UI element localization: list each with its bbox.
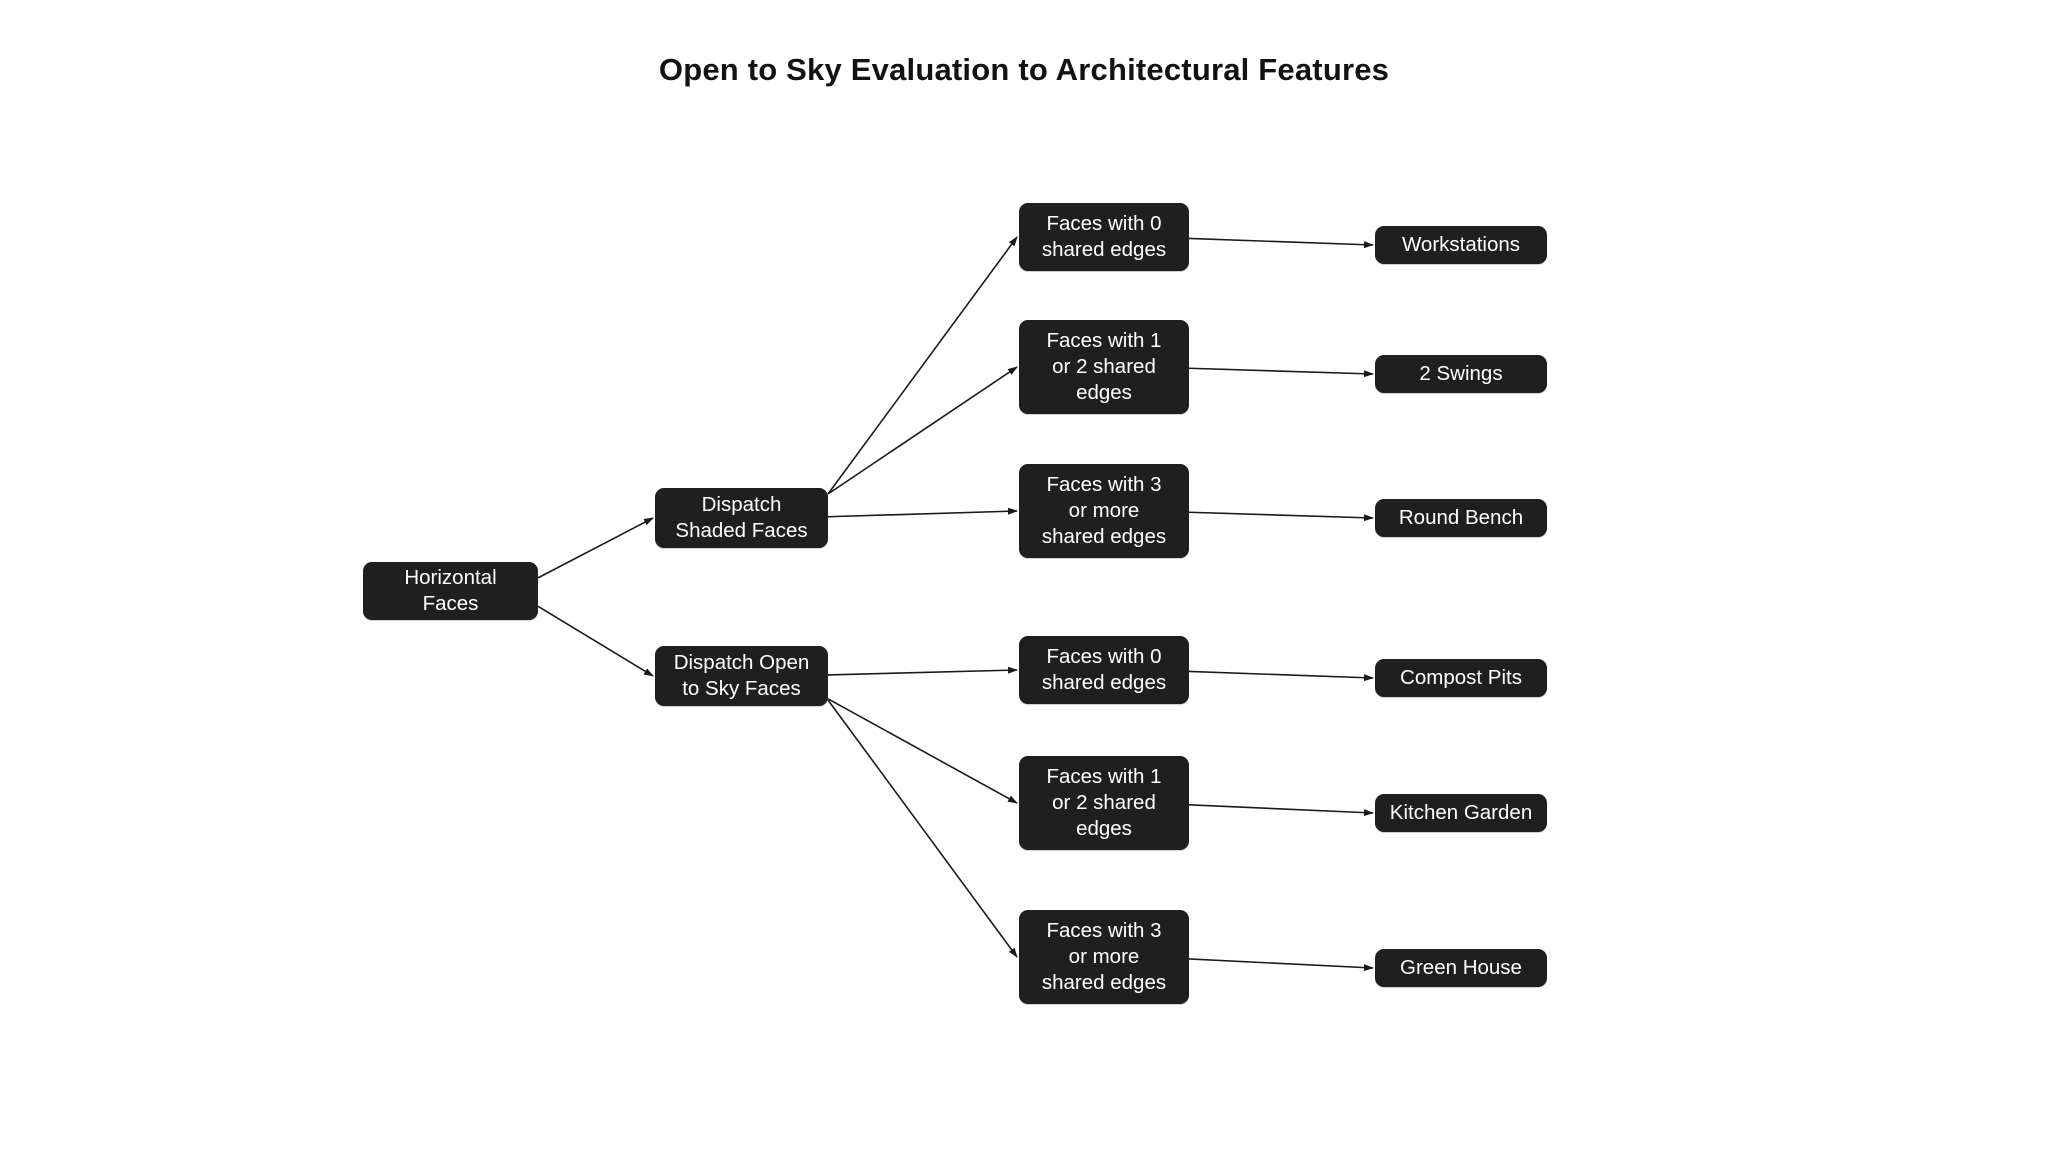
node-workstations[interactable]: Workstations <box>1375 226 1547 264</box>
node-shaded-e12[interactable]: Faces with 1 or 2 shared edges <box>1019 320 1189 414</box>
node-opensky[interactable]: Dispatch Open to Sky Faces <box>655 646 828 706</box>
node-label: Faces with 0 shared edges <box>1041 645 1167 694</box>
node-label: Workstations <box>1401 233 1521 256</box>
node-label: Faces with 3 or more shared edges <box>1041 473 1167 548</box>
node-roundbench[interactable]: Round Bench <box>1375 499 1547 537</box>
node-label: Dispatch Shaded Faces <box>675 493 808 542</box>
node-swings[interactable]: 2 Swings <box>1375 355 1547 393</box>
node-label: Faces with 1 or 2 shared edges <box>1046 765 1162 840</box>
node-shaded-e0[interactable]: Faces with 0 shared edges <box>1019 203 1189 271</box>
node-label: Faces with 0 shared edges <box>1041 212 1167 261</box>
node-label: Faces with 3 or more shared edges <box>1041 919 1167 994</box>
page-title: Open to Sky Evaluation to Architectural … <box>658 52 1390 87</box>
node-sky-e12[interactable]: Faces with 1 or 2 shared edges <box>1019 756 1189 850</box>
node-root[interactable]: Horizontal Faces <box>363 562 538 620</box>
node-label: Green House <box>1400 956 1522 979</box>
node-label: Round Bench <box>1398 506 1524 529</box>
node-label: 2 Swings <box>1419 362 1503 385</box>
node-shaded[interactable]: Dispatch Shaded Faces <box>655 488 828 548</box>
node-compostpits[interactable]: Compost Pits <box>1375 659 1547 697</box>
node-sky-e3[interactable]: Faces with 3 or more shared edges <box>1019 910 1189 1004</box>
node-kitchengarden[interactable]: Kitchen Garden <box>1375 794 1547 832</box>
node-label: Faces with 1 or 2 shared edges <box>1046 329 1162 404</box>
node-label: Compost Pits <box>1400 666 1522 689</box>
node-greenhouse[interactable]: Green House <box>1375 949 1547 987</box>
node-label: Dispatch Open to Sky Faces <box>673 651 810 700</box>
node-label: Horizontal Faces <box>404 566 497 615</box>
node-shaded-e3[interactable]: Faces with 3 or more shared edges <box>1019 464 1189 558</box>
node-sky-e0[interactable]: Faces with 0 shared edges <box>1019 636 1189 704</box>
node-label: Kitchen Garden <box>1389 801 1533 824</box>
